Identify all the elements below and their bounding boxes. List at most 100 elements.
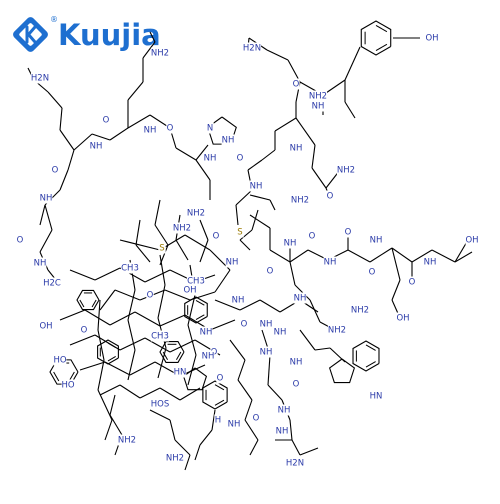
bond (142, 41, 156, 59)
label-backdrop (323, 256, 337, 268)
bond (159, 314, 186, 327)
atom-label: CH3 (151, 332, 169, 342)
bond (239, 229, 253, 241)
label-backdrop (80, 324, 88, 336)
label-backdrop (117, 434, 137, 446)
atom-label: NH2 (118, 436, 136, 446)
kuujia-logo-icon (13, 17, 48, 52)
bond (269, 249, 291, 263)
bond (104, 361, 131, 376)
atom-label: NH (90, 142, 103, 152)
bond (144, 269, 171, 283)
bond (347, 249, 371, 263)
atom-label: NH2 (151, 49, 169, 59)
bond (267, 384, 283, 401)
bond (109, 127, 129, 141)
bond (311, 144, 316, 169)
label-backdrop (146, 289, 154, 301)
bond (127, 114, 151, 129)
bond (375, 43, 388, 52)
label-backdrop (201, 350, 215, 362)
bond (237, 379, 253, 401)
label-backdrop (293, 292, 307, 304)
bond (94, 334, 121, 351)
bond (195, 159, 211, 181)
atom-label: N (207, 124, 213, 134)
atom-label: O (345, 228, 352, 238)
bond (127, 81, 144, 101)
atom-label: NH (274, 328, 287, 338)
bond-lines (27, 24, 473, 471)
bond (344, 46, 361, 81)
benzene-ring (159, 341, 185, 363)
bond (67, 149, 75, 171)
label-backdrop (120, 262, 140, 274)
label-backdrop (143, 124, 157, 136)
bond (195, 144, 209, 161)
bond (247, 159, 263, 171)
label-backdrop (173, 366, 187, 378)
atom-label: NH (312, 102, 325, 112)
bond (274, 117, 297, 132)
atom-label: CH3 (121, 264, 139, 274)
atom-label: O (167, 124, 174, 134)
atom-label: NH2 (173, 224, 191, 234)
bond (239, 239, 251, 251)
label-backdrop (203, 152, 217, 164)
label-backdrop (221, 134, 235, 146)
atom-label: OH (425, 34, 438, 44)
atom-label: O (309, 232, 316, 242)
label-backdrop (336, 164, 356, 176)
label-backdrop (249, 180, 263, 192)
bond (69, 269, 96, 281)
bond (157, 347, 167, 379)
atom-label: O (241, 320, 248, 330)
bond (194, 444, 201, 461)
atom-label: H2N (286, 459, 304, 469)
atom-label: NH (204, 154, 217, 164)
label-backdrop (252, 412, 260, 424)
atom-label: NH (232, 296, 245, 306)
label-backdrop (408, 276, 416, 288)
bond (149, 409, 171, 421)
aromatic-rings (49, 20, 392, 410)
label-backdrop (236, 226, 244, 238)
bond (199, 239, 209, 263)
bond (162, 351, 168, 360)
atom-label: NH (260, 348, 273, 358)
bond (211, 409, 216, 431)
atom-label: O (52, 166, 59, 176)
bond (289, 419, 293, 441)
bond (135, 219, 141, 246)
bond (239, 299, 261, 311)
bond (154, 224, 169, 246)
bond (91, 133, 111, 141)
bond (159, 244, 169, 266)
label-backdrop (186, 207, 206, 219)
bond (199, 429, 213, 446)
bond (209, 319, 236, 331)
label-backdrop (53, 354, 67, 366)
bond (69, 334, 96, 346)
label-backdrop (183, 284, 197, 296)
bond (39, 204, 46, 226)
bond (375, 24, 388, 33)
bond (249, 439, 259, 456)
label-backdrop (172, 222, 192, 234)
label-backdrop (240, 318, 248, 330)
bond (267, 354, 271, 386)
bond (314, 347, 331, 351)
bond (269, 199, 276, 211)
bond (154, 199, 161, 226)
label-backdrop (344, 226, 352, 238)
atom-label: NH (290, 144, 303, 154)
atom-label: HO (53, 356, 66, 366)
label-backdrop (42, 277, 62, 289)
atom-label: H2N (31, 74, 49, 84)
bond (149, 31, 156, 43)
atom-label: O (293, 380, 300, 390)
bond (244, 419, 259, 441)
bond (235, 204, 239, 226)
atom-label: O (237, 154, 244, 164)
label-backdrop (289, 142, 303, 154)
